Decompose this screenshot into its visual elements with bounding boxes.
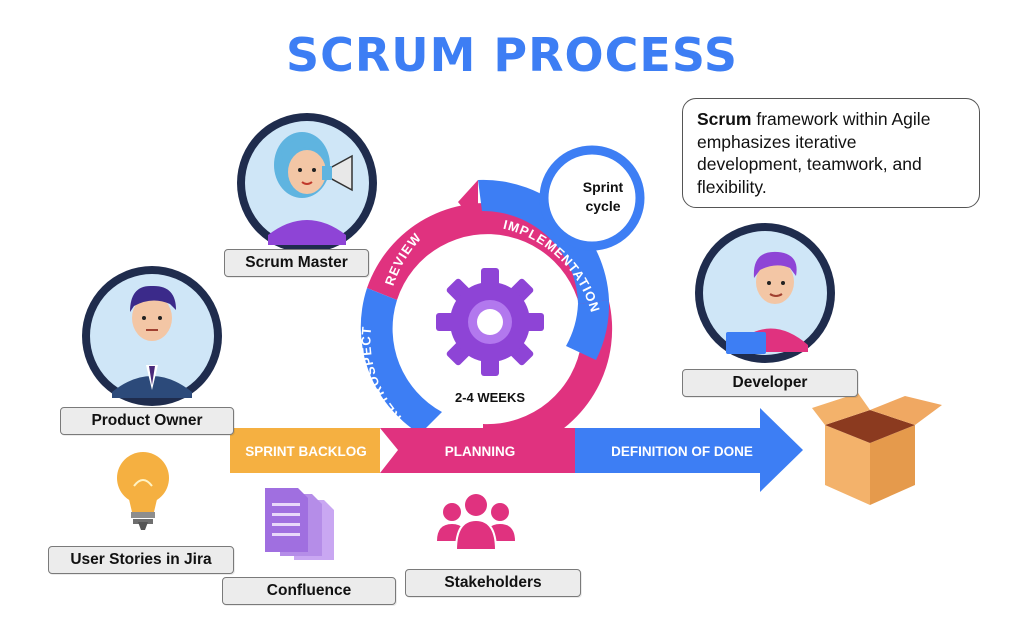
product-owner-label: Product Owner (60, 407, 234, 435)
scrum-description-note: Scrum framework within Agile emphasizes … (682, 98, 980, 208)
documents-icon (265, 488, 334, 560)
stakeholders-label: Stakeholders (405, 569, 581, 597)
ring-blue-lower-segment (566, 300, 610, 360)
developer-avatar (695, 223, 835, 363)
flow-arrow (230, 408, 803, 492)
duration-label: 2-4 WEEKS (455, 390, 525, 405)
developer-label: Developer (682, 369, 858, 397)
scrum-master-label: Scrum Master (224, 249, 369, 277)
ring-blue-left-segment (360, 288, 442, 434)
planning-band (380, 428, 590, 473)
sprint-backlog-label: SPRINT BACKLOG (245, 444, 367, 459)
sprint-cycle-line2: cycle (585, 198, 620, 214)
sprint-cycle-line1: Sprint (583, 179, 624, 195)
stakeholders-icon (437, 494, 515, 551)
box-icon (812, 393, 942, 505)
planning-label: PLANNING (445, 444, 516, 459)
sprint-cycle-ring (360, 179, 613, 456)
product-owner-avatar (82, 266, 222, 406)
confluence-label: Confluence (222, 577, 396, 605)
scrum-master-avatar (237, 113, 377, 253)
sprint-backlog-band (230, 428, 380, 473)
sprint-cycle-bubble (539, 145, 645, 251)
ring-blue-right-segment (478, 179, 609, 304)
lightbulb-icon (117, 452, 169, 530)
user-stories-label: User Stories in Jira (48, 546, 234, 574)
ring-arrowhead (458, 180, 478, 226)
note-text: framework within Agile emphasizes iterat… (697, 109, 931, 197)
definition-of-done-arrow (575, 408, 803, 492)
page-title: SCRUM PROCESS (285, 28, 739, 82)
definition-of-done-label: DEFINITION OF DONE (611, 444, 753, 459)
note-bold-term: Scrum (697, 109, 752, 129)
gear-icon (436, 268, 544, 376)
